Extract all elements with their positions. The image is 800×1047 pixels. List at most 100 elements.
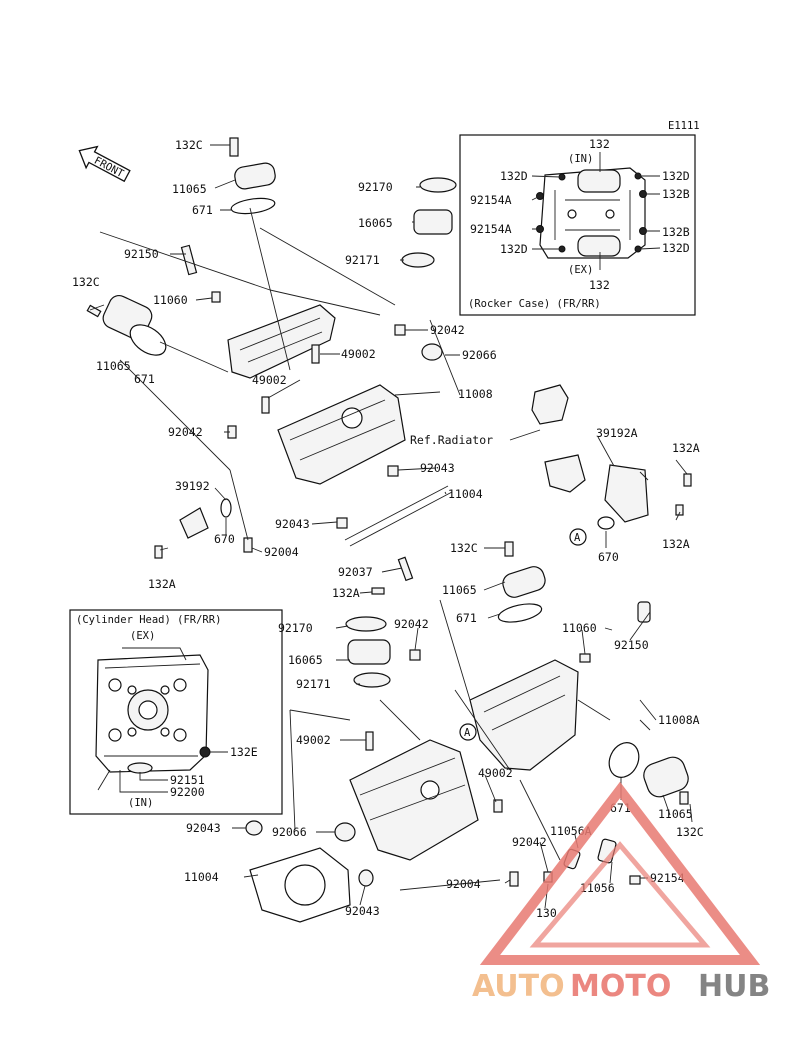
cover-11065-right <box>643 756 689 798</box>
label-92043-4: 92043 <box>345 904 380 918</box>
callout-a-lower <box>459 723 477 741</box>
rocker-label-132b-1: 132B <box>662 187 690 201</box>
label-132c-1: 132C <box>175 138 203 152</box>
joint-16065-top <box>413 209 453 235</box>
label-671-1: 671 <box>192 203 213 217</box>
bolt-92150 <box>180 244 198 276</box>
seal-92066-top <box>421 343 443 361</box>
label-11065-2: 11065 <box>96 359 131 373</box>
figure-code: E1111 <box>668 120 700 132</box>
dowel-92043-bottom <box>358 869 374 887</box>
head-inset-caption: (Cylinder Head) (FR/RR) <box>76 614 221 626</box>
label-11060-1: 11060 <box>153 293 188 307</box>
cylinder-head-rear <box>349 739 479 861</box>
cylinder-head-inset-drawing <box>95 647 211 774</box>
watermark-triangle-icon <box>479 781 761 965</box>
watermark-text-auto: AUTO <box>472 969 565 1004</box>
label-92170-2: 92170 <box>278 621 313 635</box>
label-92042-4: 92042 <box>512 835 547 849</box>
gasket-671-mid <box>497 603 543 623</box>
rocker-inset-caption: (Rocker Case) (FR/RR) <box>468 298 601 310</box>
bolt-132c-mid <box>504 541 514 557</box>
bolt-92154 <box>629 875 641 885</box>
label-132a-1: 132A <box>148 577 176 591</box>
gasket-671-right <box>608 742 640 778</box>
cover-11065-top <box>234 162 276 190</box>
rocker-label-132d-bl: 132D <box>500 242 528 256</box>
label-11065-1: 11065 <box>172 182 207 196</box>
label-92150-1: 92150 <box>124 247 159 261</box>
label-92170-1: 92170 <box>358 180 393 194</box>
label-92004-1: 92004 <box>264 545 299 559</box>
stud-92004-top <box>243 537 253 553</box>
rocker-in-label: (IN) <box>568 153 593 165</box>
watermark-text-hub: HUB <box>698 969 770 1004</box>
rocker-label-92154a-1: 92154A <box>470 193 512 207</box>
label-132c-4: 132C <box>676 825 704 839</box>
fitting-39192 <box>179 507 209 539</box>
guide-49002-d <box>493 799 503 813</box>
label-92066-1: 92066 <box>462 348 497 362</box>
callout-a-lower-label: A <box>464 727 471 739</box>
label-16065-1: 16065 <box>358 216 393 230</box>
bolt-132c-top <box>229 137 239 157</box>
bolt-132c-right <box>679 791 689 805</box>
label-92043-3: 92043 <box>186 821 221 835</box>
rocker-case-inset: 132 (IN) 132D 132D 92154A 132B 92154A 13… <box>459 134 696 316</box>
clamp-92171-mid <box>353 672 391 688</box>
thermostat-housing <box>544 454 586 493</box>
rocker-label-132-top: 132 <box>589 137 610 151</box>
label-132a-2: 132A <box>672 441 700 455</box>
pin-11060 <box>211 291 221 303</box>
label-132c-2: 132C <box>72 275 100 289</box>
front-arrow-icon: FRONT <box>78 145 131 183</box>
label-671-3: 671 <box>456 611 477 625</box>
gasket-671-top <box>230 197 276 215</box>
label-92042-3: 92042 <box>394 617 429 631</box>
label-92004-2: 92004 <box>446 877 481 891</box>
rocker-case-drawing <box>536 167 647 259</box>
dowel-92042-mid <box>409 649 421 661</box>
label-92043-2: 92043 <box>275 517 310 531</box>
gasket-671-left <box>129 324 167 356</box>
fitting-39192a <box>604 464 649 523</box>
cover-11065-mid <box>502 566 546 598</box>
guide-49002-c <box>365 731 374 751</box>
label-39192: 39192 <box>175 479 210 493</box>
label-16065-2: 16065 <box>288 653 323 667</box>
cylinder-head-11008 <box>277 384 406 485</box>
label-39192a: 39192A <box>596 426 638 440</box>
rocker-label-132-bottom: 132 <box>589 278 610 292</box>
label-92154: 92154 <box>650 871 685 885</box>
head-label-92200: 92200 <box>170 785 205 799</box>
oring-670-right <box>597 516 615 530</box>
bolt-132a-r2 <box>675 504 684 516</box>
label-92037: 92037 <box>338 565 373 579</box>
label-132a-4: 132A <box>332 586 360 600</box>
label-49002-1: 49002 <box>341 347 376 361</box>
watermark-logo: AUTO MOTO HUB <box>472 781 770 1004</box>
label-92042-2: 92042 <box>168 425 203 439</box>
dowel-92043-top <box>387 465 399 477</box>
rear-head-assembly: 132C 92037 132A 11065 671 92170 92042 16… <box>184 541 704 923</box>
head-label-132e: 132E <box>230 745 258 759</box>
label-132a-3: 132A <box>662 537 690 551</box>
callout-a-upper <box>569 528 587 546</box>
label-11004-1: 11004 <box>448 487 483 501</box>
label-92066-2: 92066 <box>272 825 307 839</box>
pin-11060-mid <box>579 653 591 663</box>
seal-92066-mid <box>334 822 356 842</box>
watermark-text-moto: MOTO <box>570 969 671 1004</box>
bolt-132a-r1 <box>683 473 692 487</box>
bolt-92150-mid <box>637 601 651 623</box>
label-49002-3: 49002 <box>296 733 331 747</box>
cylinder-head-inset: (Cylinder Head) (FR/RR) (EX) 132E 92151 … <box>69 609 283 815</box>
label-671-2: 671 <box>134 372 155 386</box>
dowel-92043-lower <box>245 820 263 836</box>
front-head-assembly: 132C 11065 671 92150 11060 132C 11065 67… <box>72 137 700 591</box>
label-11065-4: 11065 <box>658 807 693 821</box>
rocker-label-132b-2: 132B <box>662 225 690 239</box>
label-11008a: 11008A <box>658 713 700 727</box>
